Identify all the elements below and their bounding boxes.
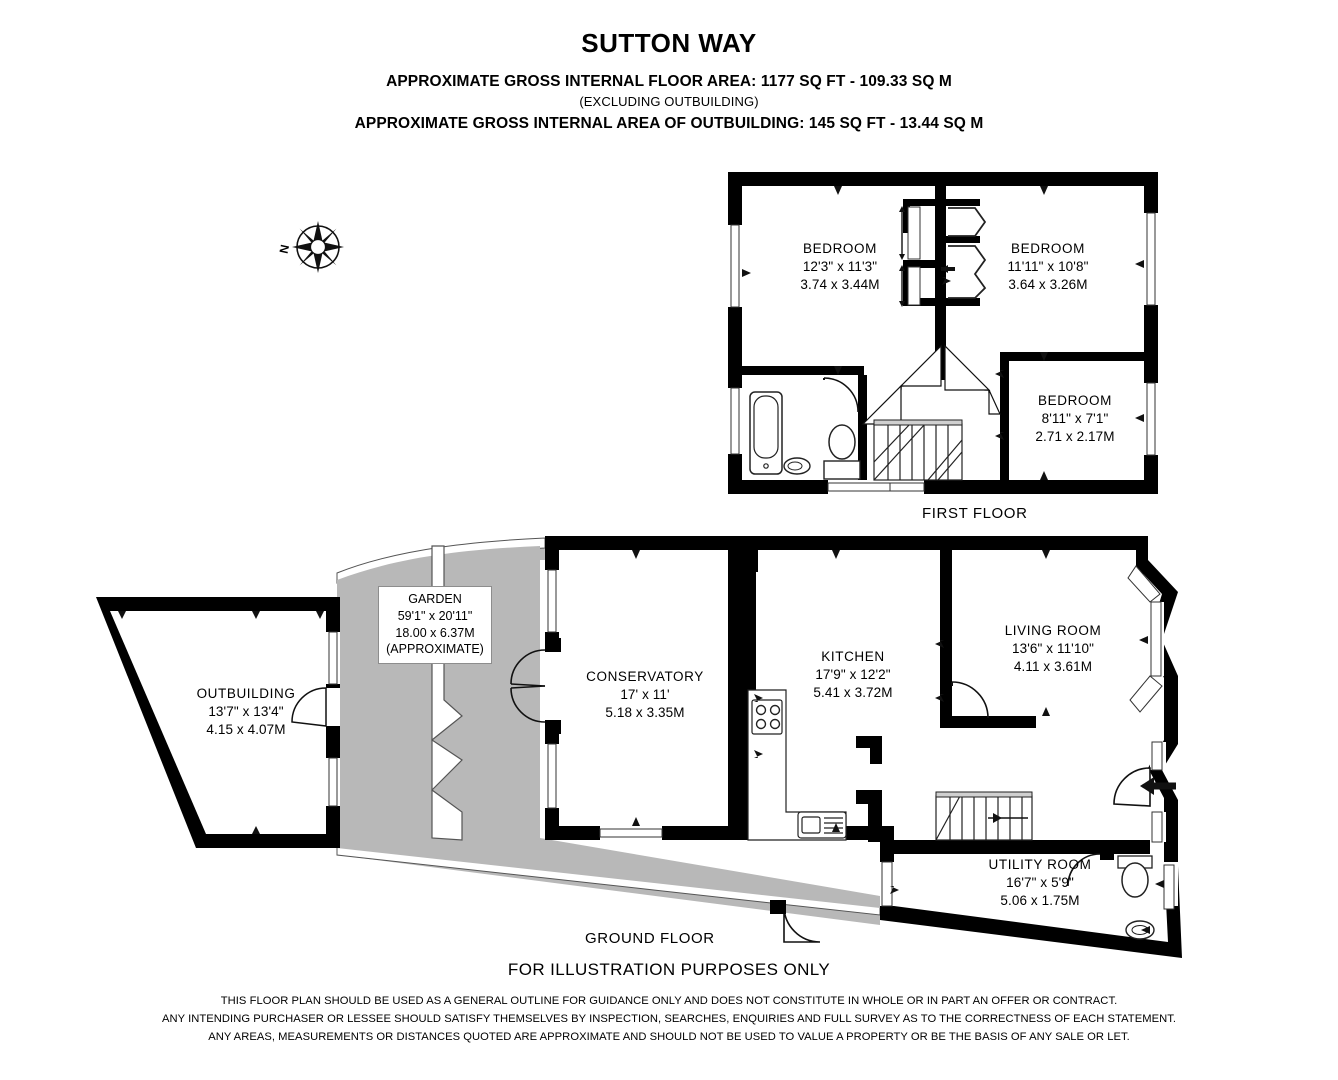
first-floor-label: FIRST FLOOR	[922, 505, 1028, 522]
room-label-bedroom-1: BEDROOM 12'3" x 11'3" 3.74 x 3.44M	[760, 240, 920, 293]
garden-name: GARDEN	[408, 592, 462, 606]
bedroom-3-imperial: 8'11" x 7'1"	[1041, 410, 1109, 426]
conservatory-metric: 5.18 x 3.35M	[605, 704, 685, 720]
room-label-bedroom-2: BEDROOM 11'11" x 10'8" 3.64 x 3.26M	[968, 240, 1128, 293]
bedroom-2-name: BEDROOM	[1011, 241, 1085, 256]
page-title: SUTTON WAY	[581, 28, 757, 58]
kitchen-metric: 5.41 x 3.72M	[813, 684, 893, 700]
room-label-living-room: LIVING ROOM 13'6" x 11'10" 4.11 x 3.61M	[968, 622, 1138, 675]
bedroom-1-name: BEDROOM	[803, 241, 877, 256]
room-label-outbuilding: OUTBUILDING 13'7" x 13'4" 4.15 x 4.07M	[166, 685, 326, 738]
living-room-name: LIVING ROOM	[1004, 623, 1102, 638]
outbuilding-imperial: 13'7" x 13'4"	[208, 703, 284, 719]
outbuilding-metric: 4.15 x 4.07M	[206, 721, 286, 737]
disclaimer-line-3: ANY AREAS, MEASUREMENTS OR DISTANCES QUO…	[208, 1031, 1130, 1044]
room-label-kitchen: KITCHEN 17'9" x 12'2" 5.41 x 3.72M	[778, 648, 928, 701]
first-floor-plan	[728, 172, 1158, 494]
living-room-metric: 4.11 x 3.61M	[1013, 658, 1093, 674]
living-room-imperial: 13'6" x 11'10"	[1012, 640, 1094, 656]
utility-room-imperial: 16'7" x 5'9"	[1006, 874, 1074, 890]
outbuilding-area: APPROXIMATE GROSS INTERNAL AREA OF OUTBU…	[354, 115, 984, 132]
gross-internal-floor-area: APPROXIMATE GROSS INTERNAL FLOOR AREA: 1…	[386, 73, 952, 90]
bedroom-2-imperial: 11'11" x 10'8"	[1007, 258, 1089, 274]
plan-footer: FOR ILLUSTRATION PURPOSES ONLY THIS FLOO…	[0, 960, 1338, 1046]
room-label-conservatory: CONSERVATORY 17' x 11' 5.18 x 3.35M	[560, 668, 730, 721]
garden-imperial: 59'1" x 20'11"	[397, 608, 473, 623]
utility-room-name: UTILITY ROOM	[988, 857, 1092, 872]
ground-floor-label: GROUND FLOOR	[585, 930, 715, 947]
conservatory-name: CONSERVATORY	[586, 669, 704, 684]
plan-header: SUTTON WAY APPROXIMATE GROSS INTERNAL FL…	[0, 0, 1338, 133]
bedroom-1-imperial: 12'3" x 11'3"	[802, 258, 878, 274]
utility-room-metric: 5.06 x 1.75M	[1000, 892, 1080, 908]
garden-label-box: GARDEN 59'1" x 20'11" 18.00 x 6.37M (APP…	[378, 586, 492, 664]
bedroom-2-metric: 3.64 x 3.26M	[1008, 276, 1088, 292]
bedroom-1-metric: 3.74 x 3.44M	[800, 276, 880, 292]
compass-rose-icon	[278, 213, 352, 287]
garden-metric: 18.00 x 6.37M	[395, 625, 475, 640]
disclaimer-line-2: ANY INTENDING PURCHASER OR LESSEE SHOULD…	[161, 1013, 1177, 1026]
disclaimer-line-1: THIS FLOOR PLAN SHOULD BE USED AS A GENE…	[220, 995, 1118, 1007]
bedroom-3-name: BEDROOM	[1038, 393, 1112, 408]
kitchen-name: KITCHEN	[821, 649, 885, 664]
room-label-bedroom-3: BEDROOM 8'11" x 7'1" 2.71 x 2.17M	[1000, 392, 1150, 445]
outbuilding-name: OUTBUILDING	[196, 686, 296, 701]
bedroom-3-metric: 2.71 x 2.17M	[1035, 428, 1115, 444]
kitchen-imperial: 17'9" x 12'2"	[815, 666, 891, 682]
excluding-outbuilding-note: (EXCLUDING OUTBUILDING)	[579, 94, 759, 109]
garden-approximate-note: (APPROXIMATE)	[386, 642, 484, 657]
illustration-purposes-note: FOR ILLUSTRATION PURPOSES ONLY	[507, 960, 831, 979]
front-door-arrow	[1140, 777, 1176, 795]
conservatory-imperial: 17' x 11'	[620, 686, 670, 702]
room-label-utility-room: UTILITY ROOM 16'7" x 5'9" 5.06 x 1.75M	[950, 856, 1130, 909]
